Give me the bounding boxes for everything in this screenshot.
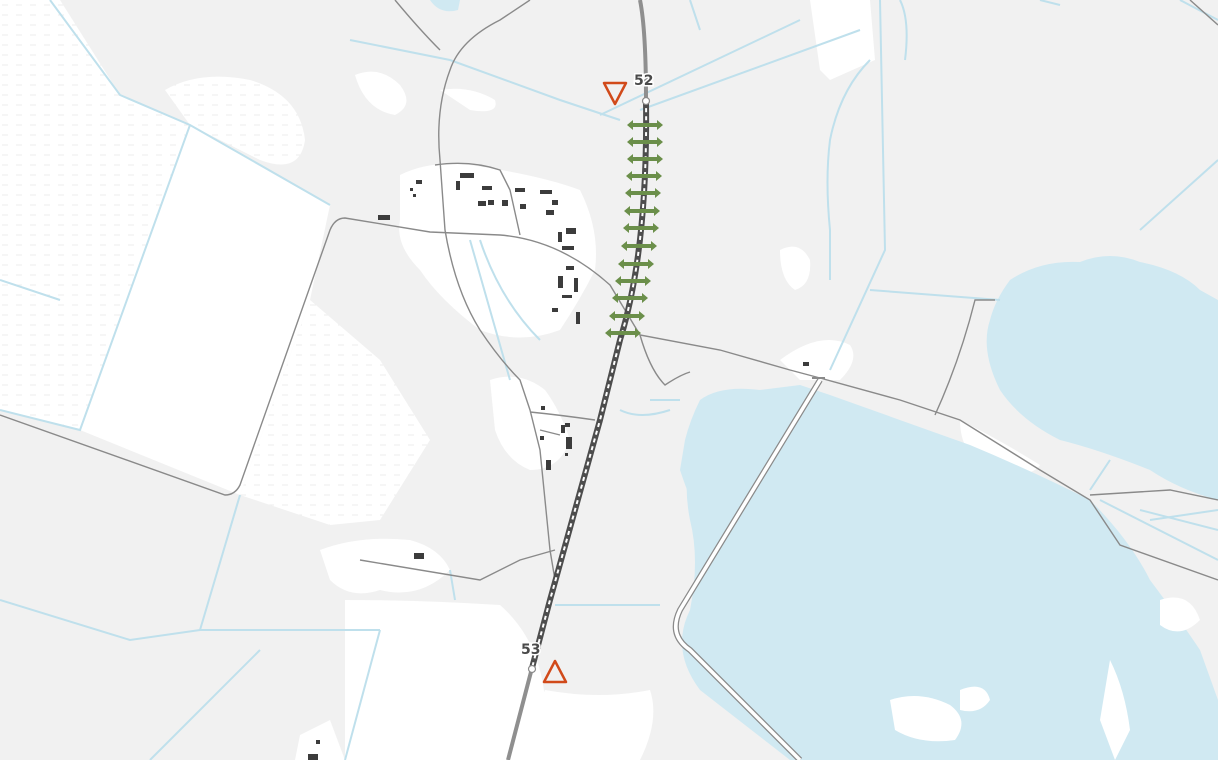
km-marker-52[interactable]: 52 xyxy=(602,72,655,106)
railway xyxy=(529,99,650,669)
km-label: 52 xyxy=(634,73,653,89)
highway xyxy=(506,0,648,760)
triangle-down-icon xyxy=(602,81,628,106)
buildings xyxy=(308,173,809,760)
km-marker-53[interactable]: 53 xyxy=(520,641,568,684)
lake xyxy=(986,256,1218,500)
km-label: 53 xyxy=(521,642,540,658)
open-areas xyxy=(0,0,1040,760)
reservoir-road xyxy=(672,377,825,760)
triangle-up-icon xyxy=(542,659,568,684)
km-point xyxy=(527,664,537,674)
water-bodies xyxy=(430,0,1218,760)
river-channel xyxy=(680,400,725,520)
reservoir xyxy=(682,385,1218,760)
roads xyxy=(0,0,1218,621)
km-point xyxy=(641,96,651,106)
reservoir-islands xyxy=(890,597,1200,760)
